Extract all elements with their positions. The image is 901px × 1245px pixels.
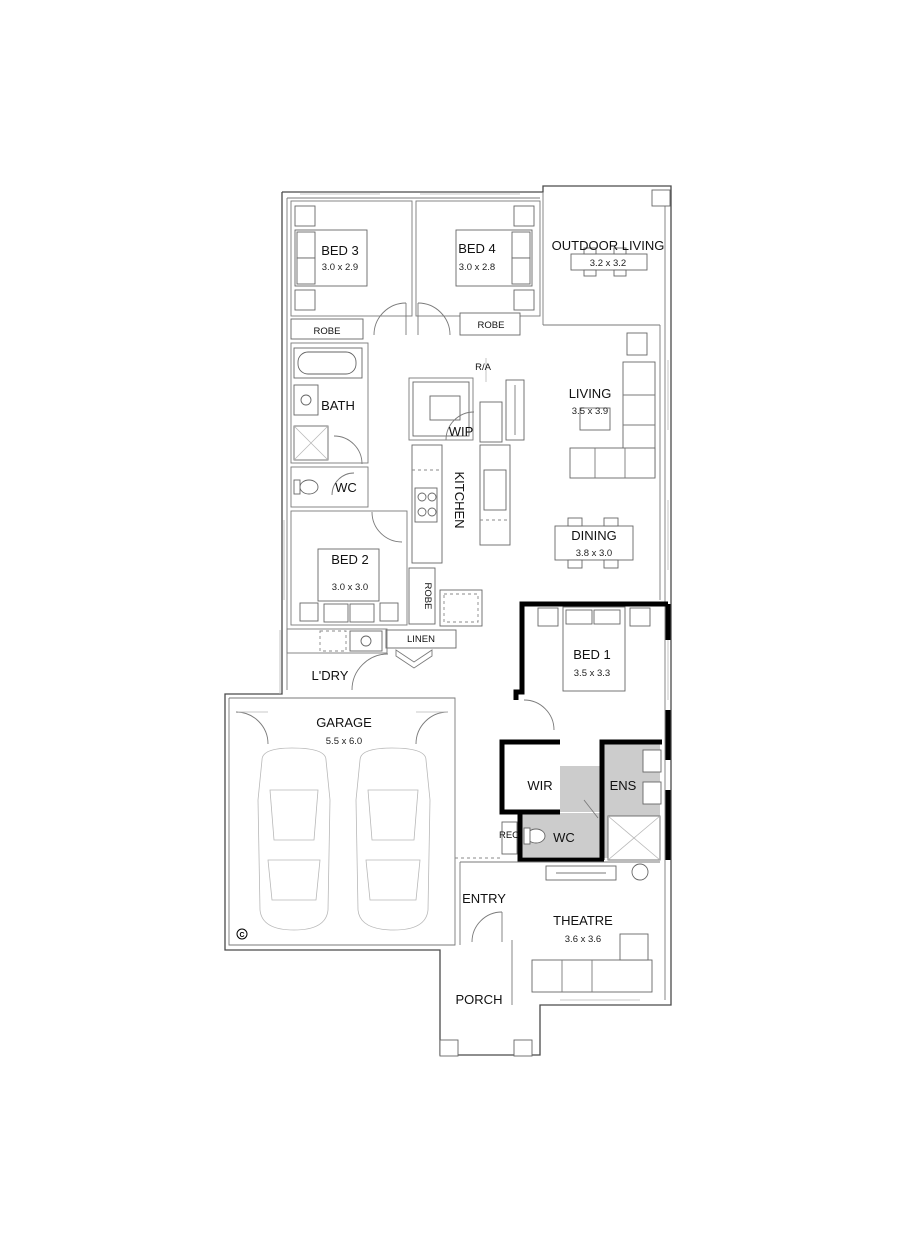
wc-main-label: WC	[335, 480, 357, 495]
garage-room	[235, 711, 500, 940]
wip-label: WIP	[449, 424, 474, 439]
kitchen-label: KITCHEN	[452, 471, 467, 528]
master-suite-walls	[499, 601, 671, 863]
living-dining-furniture	[554, 247, 656, 569]
rec-label: REC	[499, 830, 519, 841]
bed3-dims: 3.0 x 2.9	[322, 262, 358, 273]
copyright-letter: C	[239, 932, 244, 939]
wc-main-room	[290, 466, 369, 508]
wir-label: WIR	[527, 778, 552, 793]
outdoor-living-dims: 3.2 x 3.2	[590, 258, 626, 269]
theatre-entry-porch	[439, 861, 660, 1057]
bed3-name: BED 3	[321, 243, 359, 258]
window-marks	[283, 193, 669, 1001]
linen-laundry-area	[279, 567, 483, 694]
wc-ensuite-label: WC	[553, 830, 575, 845]
entry-label: ENTRY	[462, 891, 506, 906]
bathroom	[290, 342, 369, 465]
ra-label: R/A	[475, 362, 492, 373]
theatre-name: THEATRE	[553, 913, 613, 928]
copyright-mark	[236, 928, 248, 940]
bed2-dims: 3.0 x 3.0	[332, 582, 368, 593]
dining-dims: 3.8 x 3.0	[576, 548, 612, 559]
door-swings-bedrooms	[373, 302, 451, 336]
exterior-walls	[224, 185, 672, 1056]
bed4-room	[415, 200, 541, 336]
bath-label: BATH	[321, 398, 355, 413]
bed2-room	[290, 510, 408, 626]
bed1-dims: 3.5 x 3.3	[574, 668, 610, 679]
living-dims: 3.5 x 3.9	[572, 406, 608, 417]
laundry-label: L'DRY	[312, 668, 349, 683]
robe-bed3-label: ROBE	[314, 326, 341, 337]
garage-name: GARAGE	[316, 715, 372, 730]
living-name: LIVING	[569, 386, 612, 401]
robe-bed4-label: ROBE	[478, 320, 505, 331]
theatre-dims: 3.6 x 3.6	[565, 934, 601, 945]
bed4-dims: 3.0 x 2.8	[459, 262, 495, 273]
ensuite-label: ENS	[610, 778, 637, 793]
kitchen-area	[408, 358, 525, 564]
outdoor-living-name: OUTDOOR LIVING	[552, 238, 665, 253]
bed4-name: BED 4	[458, 241, 496, 256]
garage-dims: 5.5 x 6.0	[326, 736, 362, 747]
porch-label: PORCH	[456, 992, 503, 1007]
bed3-room	[290, 200, 413, 340]
bed1-name: BED 1	[573, 647, 611, 662]
dining-name: DINING	[571, 528, 617, 543]
linen-label: LINEN	[407, 634, 435, 645]
robe-bed2-label: ROBE	[422, 583, 433, 610]
bed2-name: BED 2	[331, 552, 369, 567]
